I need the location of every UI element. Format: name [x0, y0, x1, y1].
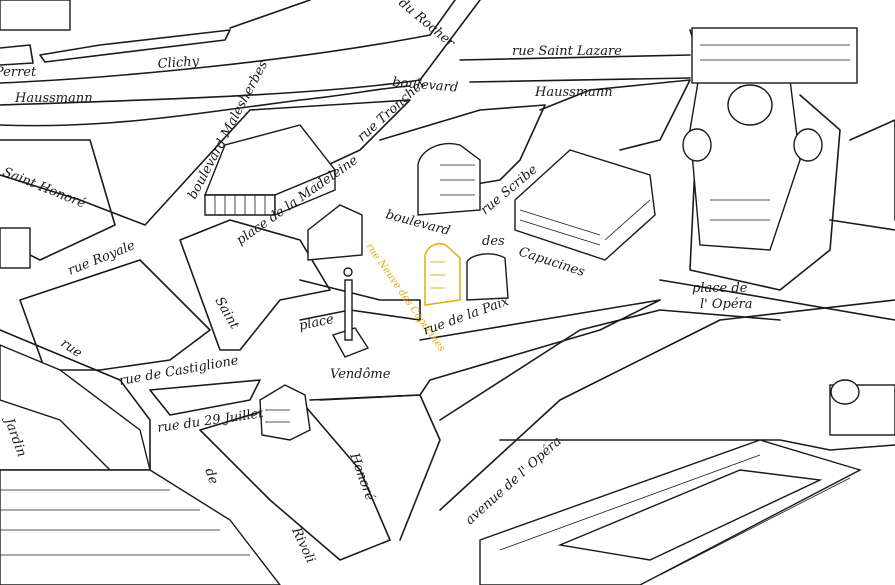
building-boulevard — [417, 143, 481, 216]
label-place-opera-2: l' Opéra — [700, 297, 753, 312]
label-place-opera-1: place de — [692, 281, 748, 296]
label-avenue-opera: avenue de l' Opéra — [463, 434, 565, 528]
label-boulevard-top: boulevard — [392, 75, 459, 96]
label-vendome: Vendôme — [330, 367, 391, 382]
building-left-edge — [0, 227, 31, 269]
label-saint-lazare: rue Saint Lazare — [512, 44, 622, 59]
label-des: des — [482, 234, 505, 249]
label-jardin: Jardin — [0, 413, 29, 459]
building-top-left — [0, 0, 71, 31]
dome-building-right — [829, 379, 895, 436]
small-building-madeleine — [307, 204, 363, 261]
tuileries-louvre — [0, 344, 281, 585]
label-juillet: rue du 29 Juillet — [156, 406, 265, 436]
label-honore-bottom: Honoré — [346, 450, 377, 503]
building-rue-paix — [466, 253, 509, 301]
opera-garnier — [682, 27, 858, 251]
label-rue-left: rue — [58, 336, 85, 361]
vendome-column — [331, 267, 370, 358]
capucines-block-building — [514, 149, 656, 261]
palais-royal — [479, 439, 862, 585]
madeleine-church — [203, 124, 337, 217]
label-haussmann-left: Haussmann — [14, 91, 93, 106]
label-rocher: du Rocher — [395, 0, 457, 51]
label-perret: Perret — [0, 65, 37, 80]
label-haussmann-right: Haussmann — [534, 85, 613, 100]
label-rivoli: Rivoli — [288, 524, 318, 565]
building-juillet — [259, 384, 311, 441]
label-de: de — [201, 466, 221, 486]
label-place: place — [298, 312, 336, 334]
label-saint: Saint — [212, 295, 243, 333]
label-saint-honore-left: Saint Honoré — [1, 165, 88, 212]
highlighted-building — [424, 243, 461, 306]
label-clichy: Clichy — [157, 54, 200, 72]
